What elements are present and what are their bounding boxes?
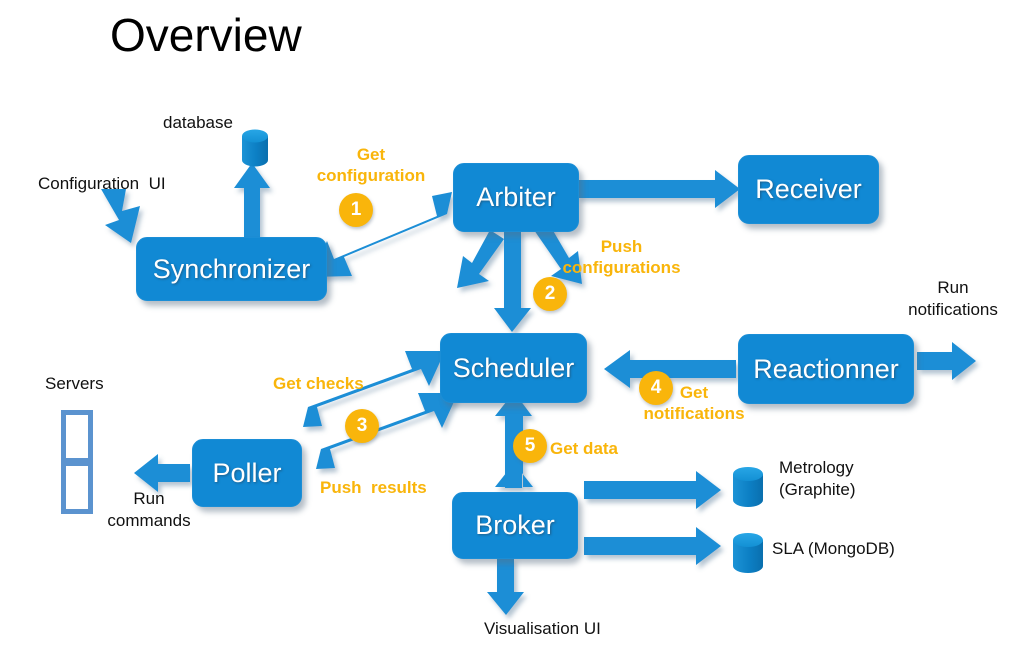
node-synchronizer[interactable]: Synchronizer <box>136 237 327 301</box>
arrow-arbiter-fanout-left <box>457 230 504 288</box>
step-circle-5: 5 <box>513 429 547 463</box>
node-reactionner[interactable]: Reactionner <box>738 334 914 404</box>
node-poller[interactable]: Poller <box>192 439 302 507</box>
step-circle-2: 2 <box>533 277 567 311</box>
step-circle-1: 1 <box>339 193 373 227</box>
step-label-get-configuration: Get configuration <box>316 145 426 185</box>
caption-configuration-ui: Configuration UI <box>38 174 166 193</box>
arrow-arbiter-to-scheduler <box>494 230 531 332</box>
sla-cylinder-icon <box>733 533 763 573</box>
caption-sla: SLA (MongoDB) <box>772 539 895 558</box>
server-icon-2 <box>61 461 93 514</box>
arrow-arbiter-to-synchronizer <box>311 192 452 277</box>
arrow-broker-to-sla <box>584 527 721 565</box>
step-label-get-data: Get data <box>550 439 619 458</box>
arrow-arbiter-to-receiver <box>577 170 740 208</box>
node-arbiter[interactable]: Arbiter <box>453 163 579 232</box>
step-circle-4: 4 <box>639 371 673 405</box>
node-scheduler[interactable]: Scheduler <box>440 333 587 403</box>
step-label-get-checks: Get checks <box>273 374 364 393</box>
arrow-synchronizer-to-database <box>234 163 270 238</box>
server-icon-1 <box>61 410 93 463</box>
caption-metrology: Metrology (Graphite) <box>779 458 856 499</box>
page-title: Overview <box>110 9 302 61</box>
arrow-poller-to-servers <box>134 454 190 492</box>
caption-servers: Servers <box>45 374 104 393</box>
arrow-reactionner-run-notifications <box>917 342 976 380</box>
step-circle-3: 3 <box>345 409 379 443</box>
arrow-configuration-ui-to-synchronizer <box>101 189 140 243</box>
arrow-broker-to-metrology <box>584 471 721 509</box>
step-label-get-notifications: Get notifications <box>643 383 745 423</box>
node-broker[interactable]: Broker <box>452 492 578 559</box>
caption-run-notifications: Run notifications <box>908 278 998 319</box>
step-label-push-results: Push results <box>320 478 427 497</box>
node-receiver[interactable]: Receiver <box>738 155 879 224</box>
metrology-cylinder-icon <box>733 467 763 507</box>
caption-run-commands: Run commands <box>107 489 191 530</box>
database-cylinder-icon <box>242 129 268 167</box>
caption-database: database <box>163 113 233 132</box>
arrow-visualisation-ui-to-broker <box>487 558 524 615</box>
caption-visualisation-ui: Visualisation UI <box>484 619 601 638</box>
arrow-poller-push-results <box>316 393 458 469</box>
step-label-push-configurations: Push configurations <box>562 237 681 277</box>
